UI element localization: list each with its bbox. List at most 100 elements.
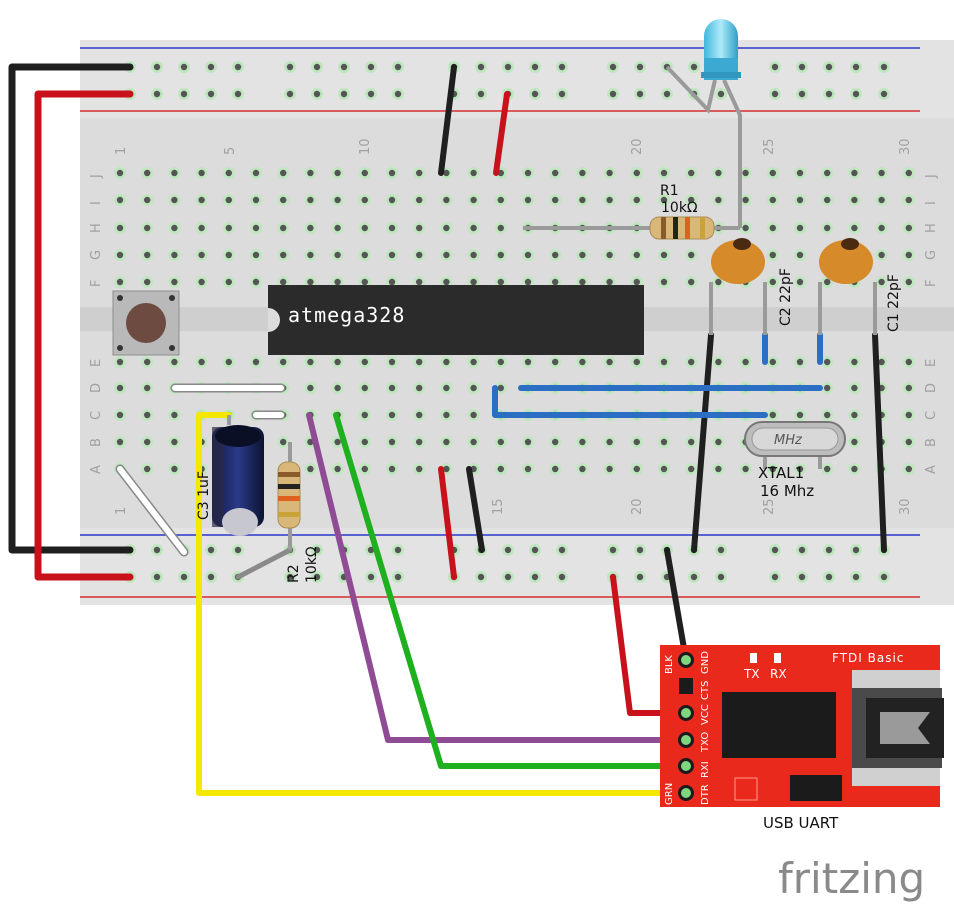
purple-wire-txo[interactable] [306,412,689,743]
breadboard-hole-center [851,358,858,366]
breadboard-hole-center [171,196,178,204]
c3-label: C3 1uF [196,471,212,520]
breadboard-hole-center [769,251,776,259]
breadboard-hole-center [198,224,205,232]
black-wire-c2-gnd[interactable] [691,332,714,553]
breadboard-hole-center [579,465,586,473]
rail-hole-center [180,63,188,71]
rail-hole-center [313,573,321,581]
breadboard-hole-center [171,358,178,366]
breadboard-hole-center [715,358,722,366]
breadboard-hole-center [824,358,831,366]
rail-hole-center [153,63,161,71]
breadboard-hole-center [905,465,912,473]
breadboard-hole-center [769,224,776,232]
breadboard-hole-center [824,278,831,286]
row-label: J [924,174,939,179]
breadboard-hole-center [443,384,450,392]
breadboard-hole-center [769,196,776,204]
black-wire-ftdi-gnd[interactable] [664,547,689,663]
breadboard-hole-center [470,224,477,232]
ftdi-small-ic [790,775,842,801]
rail-hole-center [286,573,294,581]
breadboard-hole-center [552,251,559,259]
breadboard-hole-center [307,384,314,392]
black-wire-c1-gnd[interactable] [872,332,887,553]
rail-hole-center [367,63,375,71]
blue-led [665,19,742,200]
breadboard-hole-center [361,278,368,286]
breadboard-hole-center [660,278,668,286]
breadboard-hole-center [769,411,776,419]
rail-hole-center [153,90,161,98]
breadboard-hole-center [851,411,858,419]
black-wire-bottom[interactable] [466,466,485,553]
row-label: I [89,201,104,205]
breadboard-hole-center [524,438,532,446]
breadboard-hole-center [144,384,151,392]
breadboard-hole-center [416,196,423,204]
red-wire-top[interactable] [493,91,510,176]
row-label: A [89,465,104,474]
rail-hole-center [825,90,833,98]
row-label: G [924,250,939,260]
rail-hole-center [504,63,512,71]
reset-pushbutton[interactable] [112,290,180,356]
breadboard-hole-center [796,411,804,419]
black-wire-left-gnd[interactable] [8,63,134,554]
breadboard-hole-center [116,224,124,232]
column-label-top: 1 [114,147,129,155]
breadboard-hole-center [878,251,885,259]
breadboard-hole-center [633,251,640,259]
black-wire-top[interactable] [438,64,457,176]
ftdi-pin-pad [681,788,691,798]
breadboard-hole-center [361,411,368,419]
breadboard-hole-center [497,384,504,392]
breadboard-hole-center [171,251,178,259]
breadboard-hole-center [144,224,151,232]
breadboard-hole-center [443,438,450,446]
row-label: F [924,280,939,287]
rail-hole-center [394,573,402,581]
breadboard-hole-center [606,438,613,446]
rail-hole-center [286,63,294,71]
breadboard-hole-center [633,465,640,473]
breadboard-hole-center [688,465,695,473]
breadboard-hole-center [198,251,205,259]
breadboard-hole-center [851,224,858,232]
breadboard-hole-center [334,196,341,204]
ftdi-pin-label: GND [700,651,711,674]
red-wire-left-vcc[interactable] [34,90,134,581]
rail-hole-center [798,546,806,554]
breadboard-hole-center [470,251,477,259]
rail-hole-center [852,63,860,71]
breadboard-hole-center [633,358,640,366]
capacitor-c2: C2 22pF [709,238,794,335]
breadboard-hole-center [824,465,831,473]
blue-wire-xtal-2[interactable] [492,385,768,418]
breadboard-hole-center [796,196,804,204]
rail-hole-center [313,63,321,71]
r1-value-label: 10kΩ [661,200,698,216]
rail-hole-center [717,573,725,581]
breadboard-hole-center [116,384,124,392]
red-wire-bottom[interactable] [438,466,457,580]
green-wire-rxi[interactable] [333,412,689,769]
breadboard-hole-center [552,169,559,177]
rail-hole-center [367,90,375,98]
breadboard-hole-center [252,251,260,259]
breadboard-hole-center [388,224,396,232]
yellow-wire-dtr[interactable] [196,412,689,796]
breadboard-hole-center [878,278,885,286]
rail-hole-center [771,63,779,71]
breadboard-hole-center [905,358,912,366]
breadboard-hole-center [497,278,504,286]
rail-hole-center [531,573,539,581]
r1-name-label: R1 [660,183,679,199]
breadboard-hole-center [606,196,613,204]
resistor-r1: R1 10kΩ [523,183,742,240]
breadboard-hole-center [171,169,178,177]
rail-hole-center [207,63,215,71]
breadboard-hole-center [824,384,831,392]
breadboard-hole-center [361,384,368,392]
